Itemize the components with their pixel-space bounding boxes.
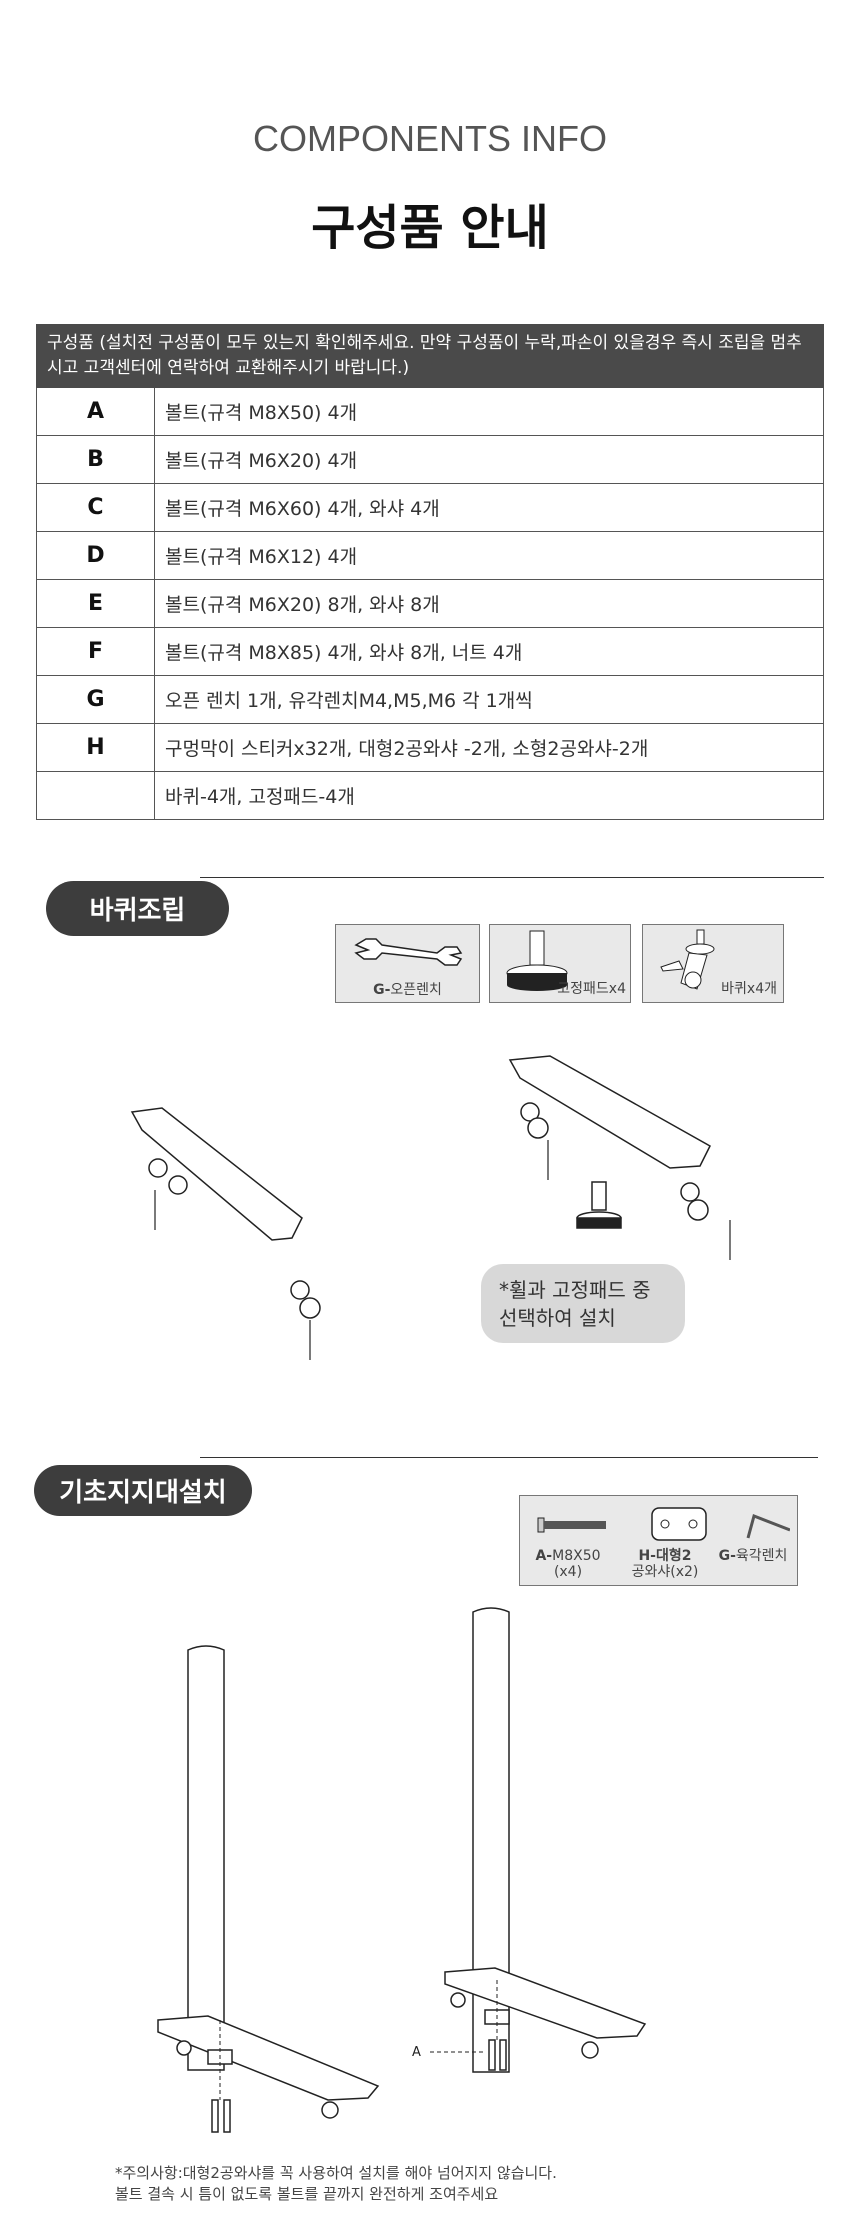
component-desc: 바퀴-4개, 고정패드-4개 (154, 771, 824, 820)
table-header: 구성품 (설치전 구성품이 모두 있는지 확인해주세요. 만약 구성품이 누락,… (36, 324, 824, 388)
component-desc: 볼트(규격 M8X50) 4개 (154, 387, 824, 436)
part-label: M8X50 (552, 1548, 601, 1564)
base-support-diagram: A (157, 1607, 647, 2133)
part-label: 오픈렌치 (390, 982, 442, 998)
component-key: D (36, 531, 155, 580)
base-parts-icons (537, 1507, 790, 1541)
korean-title: 구성품 안내 (311, 200, 549, 256)
section-title-base-support: 기초지지대설치 (34, 1465, 252, 1516)
component-desc: 볼트(규격 M6X20) 8개, 와샤 8개 (154, 579, 824, 628)
component-key: C (36, 483, 155, 532)
english-title: COMPONENTS INFO (252, 118, 607, 159)
caution-notes: *주의사항:대형2공와샤를 꼭 사용하여 설치를 해야 넘어지지 않습니다. 볼… (115, 2163, 557, 2205)
part-prefix: G- (373, 982, 391, 998)
part-qty: 공와샤(x2) (631, 1564, 699, 1580)
part-label: 고정패드x4 (557, 981, 626, 997)
component-desc: 볼트(규격 M6X12) 4개 (154, 531, 824, 580)
component-key: B (36, 435, 155, 484)
wheel-pad-note: *휠과 고정패드 중 선택하여 설치 (481, 1264, 685, 1343)
part-box-caster: 바퀴x4개 (642, 924, 784, 1003)
divider (200, 1457, 818, 1458)
caution-line: *주의사항:대형2공와샤를 꼭 사용하여 설치를 해야 넘어지지 않습니다. (115, 2164, 557, 2182)
caution-line: 볼트 결속 시 틈이 없도록 볼트를 끝까지 완전하게 조여주세요 (115, 2185, 499, 2203)
component-key: H (36, 723, 155, 772)
wheel-assembly-diagram (130, 1055, 731, 1360)
component-desc: 볼트(규격 M8X85) 4개, 와샤 8개, 너트 4개 (154, 627, 824, 676)
caster-wheel-icon (660, 929, 715, 990)
components-table: 구성품 (설치전 구성품이 모두 있는지 확인해주세요. 만약 구성품이 누락,… (36, 324, 824, 820)
divider (200, 877, 824, 878)
component-key: G (36, 675, 155, 724)
part-label: 육각렌치 (735, 1548, 788, 1564)
part-box-pad: 고정패드x4 (489, 924, 631, 1003)
hex-key-icon (746, 1513, 790, 1539)
wrench-icon (354, 938, 463, 966)
part-prefix: A- (535, 1548, 553, 1564)
component-desc: 오픈 렌치 1개, 유각렌치M4,M5,M6 각 1개씩 (154, 675, 824, 724)
section-title-wheel-assembly: 바퀴조립 (46, 881, 229, 936)
table-row: 바퀴-4개, 고정패드-4개 (36, 771, 824, 820)
part-prefix: G- (718, 1548, 736, 1564)
component-key (36, 771, 155, 820)
part-prefix: H- (638, 1548, 656, 1564)
part-label: 바퀴x4개 (721, 981, 777, 997)
leveling-pad-icon (506, 930, 568, 991)
component-key: A (36, 387, 155, 436)
part-qty: (x4) (553, 1564, 583, 1580)
component-key: F (36, 627, 155, 676)
part-box-wrench: G-오픈렌치 (335, 924, 480, 1003)
part-label: 대형2 (656, 1548, 692, 1564)
bolt-icon (537, 1517, 606, 1533)
callout-a: A (412, 2045, 421, 2060)
component-key: E (36, 579, 155, 628)
component-desc: 볼트(규격 M6X20) 4개 (154, 435, 824, 484)
component-desc: 볼트(규격 M6X60) 4개, 와샤 4개 (154, 483, 824, 532)
component-desc: 구멍막이 스티커x32개, 대형2공와샤 -2개, 소형2공와샤-2개 (154, 723, 824, 772)
two-hole-washer-icon (651, 1507, 707, 1541)
